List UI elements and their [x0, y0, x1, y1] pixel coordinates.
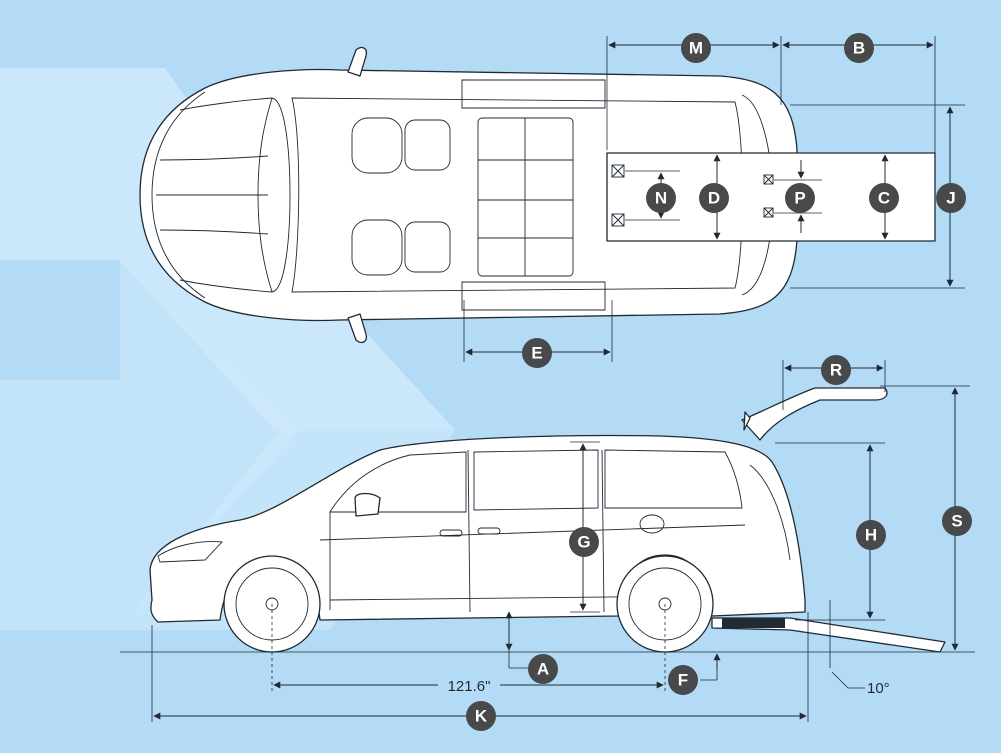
badge-k: K [466, 701, 496, 731]
badge-s: S [942, 506, 972, 536]
badge-m: M [681, 33, 711, 63]
svg-text:G: G [577, 533, 590, 552]
top-view-van [139, 46, 798, 344]
badge-p: P [785, 183, 815, 213]
svg-text:A: A [537, 660, 549, 679]
badge-f: F [668, 665, 698, 695]
badge-c: C [869, 183, 899, 213]
badge-h: H [856, 520, 886, 550]
badge-d: D [699, 183, 729, 213]
svg-text:N: N [655, 189, 667, 208]
svg-text:J: J [946, 189, 955, 208]
svg-text:F: F [678, 671, 688, 690]
svg-text:C: C [878, 189, 890, 208]
ramp-angle-label: 10° [867, 680, 890, 697]
badge-n: N [646, 183, 676, 213]
svg-text:B: B [853, 39, 865, 58]
badge-j: J [936, 183, 966, 213]
badge-g: G [569, 527, 599, 557]
wheelbase-label: 121.6" [448, 678, 491, 695]
svg-text:M: M [689, 39, 703, 58]
svg-text:R: R [830, 361, 842, 380]
badge-b: B [844, 33, 874, 63]
svg-text:P: P [794, 189, 805, 208]
svg-text:D: D [708, 189, 720, 208]
side-view-van [149, 387, 946, 653]
badge-e: E [522, 338, 552, 368]
badge-a: A [528, 654, 558, 684]
badge-r: R [821, 355, 851, 385]
svg-text:H: H [865, 526, 877, 545]
svg-text:K: K [475, 707, 488, 726]
svg-text:E: E [531, 344, 542, 363]
svg-text:S: S [951, 512, 962, 531]
